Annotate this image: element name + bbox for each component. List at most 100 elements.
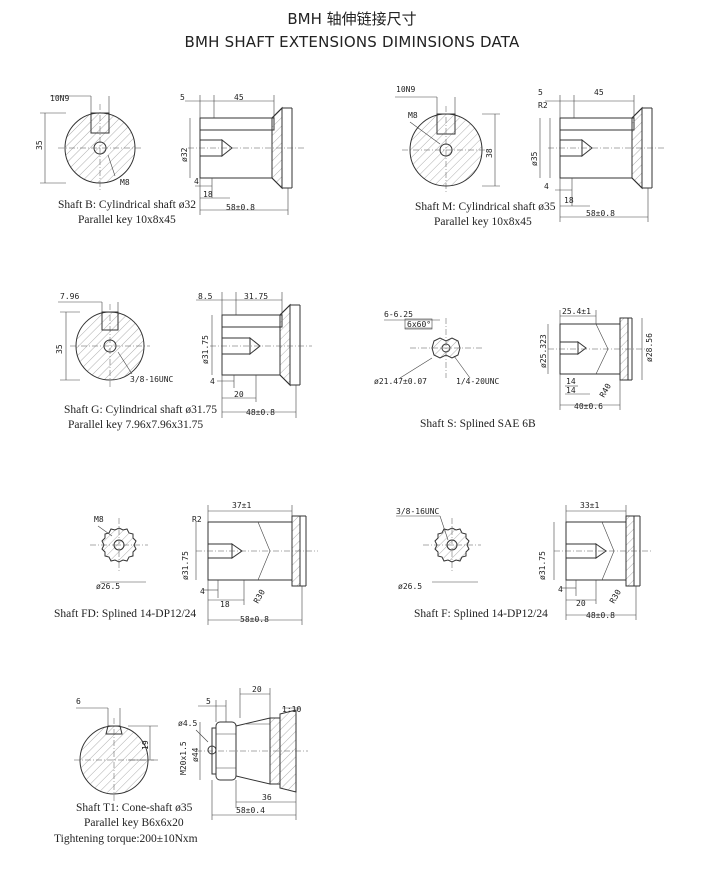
shaft-fd-dim-18: 18: [220, 600, 230, 609]
shaft-fd-caption-line1: Shaft FD: Splined 14-DP12/24: [54, 608, 196, 620]
shaft-g-dim-4: 4: [210, 377, 215, 386]
shaft-b-dim-58: 58±0.8: [226, 203, 255, 212]
shaft-s-dim-length: 25.4±1: [562, 307, 591, 316]
shaft-s-dim-outer-diameter: ø28.56: [645, 333, 654, 362]
shaft-g-drawing: [58, 292, 312, 418]
shaft-t1-dim-5: 5: [206, 697, 211, 706]
shaft-b-dim-keyway: 10N9: [50, 94, 69, 103]
shaft-t1-dim-36: 36: [262, 793, 272, 802]
shaft-f-dim-48: 48±0.8: [586, 611, 615, 620]
shaft-b-caption-line2: Parallel key 10x8x45: [78, 214, 176, 226]
shaft-b-dim-thread: M8: [120, 178, 130, 187]
shaft-f-dim-pitch-diameter: ø26.5: [398, 582, 422, 591]
shaft-s-drawing: [384, 310, 645, 410]
shaft-fd-dim-r30: R30: [252, 588, 267, 605]
shaft-b-dim-5: 5: [180, 93, 185, 102]
shaft-b-dim-diameter: ø32: [180, 147, 189, 162]
shaft-t1-caption-line3: Tightening torque:200±10Nxm: [54, 833, 198, 845]
shaft-fd-side: [195, 505, 318, 625]
shaft-b-side: [185, 95, 305, 215]
shaft-t1-dim-20: 20: [252, 685, 262, 694]
shaft-m-dim-height: 38: [485, 148, 494, 158]
shaft-s-dim-radius: R40: [598, 382, 613, 399]
shaft-m-caption-line2: Parallel key 10x8x45: [434, 216, 532, 228]
shaft-f-section: [396, 515, 481, 583]
shaft-s-dim-14-a: 14: [566, 377, 576, 386]
shaft-g-dim-48: 48±0.8: [246, 408, 275, 417]
shaft-b-dim-4: 4: [194, 177, 199, 186]
shaft-g-dim-keyway: 7.96: [60, 292, 79, 301]
shaft-t1-dim-58: 58±0.4: [236, 806, 265, 815]
shaft-s-angle-box: [404, 318, 433, 330]
shaft-s-dim-angle: 6x60°: [407, 320, 431, 329]
shaft-fd-section: [90, 518, 148, 583]
shaft-g-section: [58, 301, 150, 388]
shaft-s-dim-40: 40±0.6: [574, 402, 603, 411]
shaft-g-side: [196, 292, 312, 418]
shaft-fd-dim-pitch-diameter: ø26.5: [96, 582, 120, 591]
shaft-m-dim-5: 5: [538, 88, 543, 97]
shaft-b-dim-18: 18: [203, 190, 213, 199]
shaft-f-dim-diameter: ø31.75: [538, 551, 547, 580]
shaft-b-caption-line1: Shaft B: Cylindrical shaft ø32: [58, 199, 196, 211]
shaft-f-dim-thread: 3/8-16UNC: [396, 507, 440, 516]
shaft-m-dim-radius: R2: [538, 101, 548, 110]
shaft-t1-dim-height: 19: [141, 740, 150, 750]
shaft-t1-dim-keyway: 6: [76, 697, 81, 706]
shaft-fd-dim-37: 37±1: [232, 501, 251, 510]
shaft-s-dim-diameter: ø25.323: [539, 334, 548, 368]
shaft-g-dim-thread: 3/8-16UNC: [130, 375, 174, 384]
shaft-t1-caption-line2: Parallel key B6x6x20: [84, 817, 184, 829]
shaft-f-dim-r30: R30: [608, 588, 623, 605]
shaft-g-dim-height: 35: [55, 344, 64, 354]
shaft-s-dim-thread: 1/4-20UNC: [456, 377, 500, 386]
shaft-f-drawing: [396, 505, 652, 620]
shaft-m-side: [539, 95, 665, 222]
shaft-b-dim-height: 35: [35, 140, 44, 150]
shaft-g-dim-31-75: 31.75: [244, 292, 268, 301]
shaft-t1-dim-taper: 1:10: [282, 705, 301, 714]
shaft-f-caption-line1: Shaft F: Splined 14-DP12/24: [414, 608, 548, 620]
shaft-m-dim-diameter: ø35: [530, 151, 539, 166]
shaft-f-side: [553, 505, 652, 620]
shaft-m-dim-45: 45: [594, 88, 604, 97]
shaft-m-dim-thread: M8: [408, 111, 418, 120]
shaft-t1-section: [74, 707, 158, 802]
shaft-b-dim-45: 45: [234, 93, 244, 102]
shaft-m-section: [395, 96, 500, 194]
shaft-f-dim-33: 33±1: [580, 501, 599, 510]
shaft-m-dim-keyway: 10N9: [396, 85, 415, 94]
shaft-m-caption-line1: Shaft M: Cylindrical shaft ø35: [415, 201, 556, 213]
shaft-g-dim-8-5: 8.5: [198, 292, 213, 301]
shaft-fd-dim-thread: M8: [94, 515, 104, 524]
shaft-s-caption-line1: Shaft S: Splined SAE 6B: [420, 418, 536, 430]
shaft-s-dim-14-b: 14: [566, 386, 576, 395]
shaft-s-dim-minor-diameter: ø21.47±0.07: [374, 377, 427, 386]
shaft-fd-drawing: [90, 505, 318, 625]
shaft-fd-dim-diameter: ø31.75: [181, 551, 190, 580]
shaft-m-dim-58: 58±0.8: [586, 209, 615, 218]
shaft-fd-dim-4: 4: [200, 587, 205, 596]
shaft-s-dim-splines: 6-6.25: [384, 310, 413, 319]
shaft-f-dim-4: 4: [558, 585, 563, 594]
shaft-g-dim-20: 20: [234, 390, 244, 399]
shaft-fd-dim-58: 58±0.8: [240, 615, 269, 624]
shaft-s-section: [384, 318, 482, 379]
page-title-english: BMH SHAFT EXTENSIONS DIMINSIONS DATA: [184, 33, 520, 51]
shaft-t1-drawing: [74, 688, 308, 820]
shaft-b-drawing: [40, 95, 305, 215]
shaft-g-dim-diameter: ø31.75: [201, 335, 210, 364]
shaft-m-drawing: [395, 95, 665, 222]
shaft-t1-side: [195, 688, 308, 820]
shaft-t1-dim-outer-diameter: ø44: [191, 747, 200, 762]
shaft-m-dim-4: 4: [544, 182, 549, 191]
page-title-chinese: BMH 轴伸链接尺寸: [287, 10, 417, 28]
shaft-t1-dim-thread: M20x1.5: [179, 741, 188, 775]
shaft-f-dim-20: 20: [576, 599, 586, 608]
shaft-fd-dim-radius: R2: [192, 515, 202, 524]
shaft-t1-dim-pin-diameter: ø4.5: [178, 719, 197, 728]
shaft-g-caption-line1: Shaft G: Cylindrical shaft ø31.75: [64, 404, 217, 416]
shaft-m-dim-18: 18: [564, 196, 574, 205]
shaft-g-caption-line2: Parallel key 7.96x7.96x31.75: [68, 419, 203, 431]
